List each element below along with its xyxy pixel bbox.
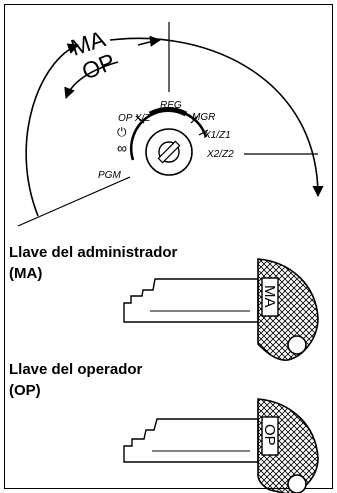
dial-label-op-xz: OP X/Z (118, 113, 151, 124)
power-icon: ⏻ (117, 125, 127, 139)
dial-label-x2z2: X2/Z2 (206, 149, 234, 160)
op-arc (64, 22, 170, 100)
operator-key-illustration: OP (123, 398, 319, 493)
infinity-icon: ∞ (117, 140, 127, 156)
reg-position-marker (148, 106, 188, 117)
dial-label-mgr: MGR (192, 112, 215, 123)
operator-key-title: Llave del operador (9, 361, 143, 378)
dial-label-x1z1: X1/Z1 (203, 130, 231, 141)
key-slot-icon (157, 140, 181, 164)
operator-key-hole (287, 474, 307, 493)
dial-tick-x1 (198, 129, 209, 136)
manager-key-engraving: MA (261, 285, 278, 308)
manager-key-illustration: MA (123, 258, 319, 361)
operator-key-engraving: OP (261, 424, 278, 446)
mode-dial (129, 106, 209, 176)
manager-key-hole (287, 335, 307, 355)
operator-key-blade (123, 418, 259, 463)
dial-tick-op (135, 115, 145, 124)
manager-key-code: (MA) (9, 265, 43, 282)
manager-key-title: Llave del administrador (9, 244, 178, 261)
dial-label-pgm: PGM (98, 170, 121, 181)
dial-label-reg: REG (160, 100, 182, 111)
figure-frame (4, 4, 333, 489)
dial-tick-mgr (190, 115, 199, 124)
manager-key-blade (123, 278, 259, 323)
operator-key-code: (OP) (9, 382, 41, 399)
ma-start-line (17, 176, 131, 227)
